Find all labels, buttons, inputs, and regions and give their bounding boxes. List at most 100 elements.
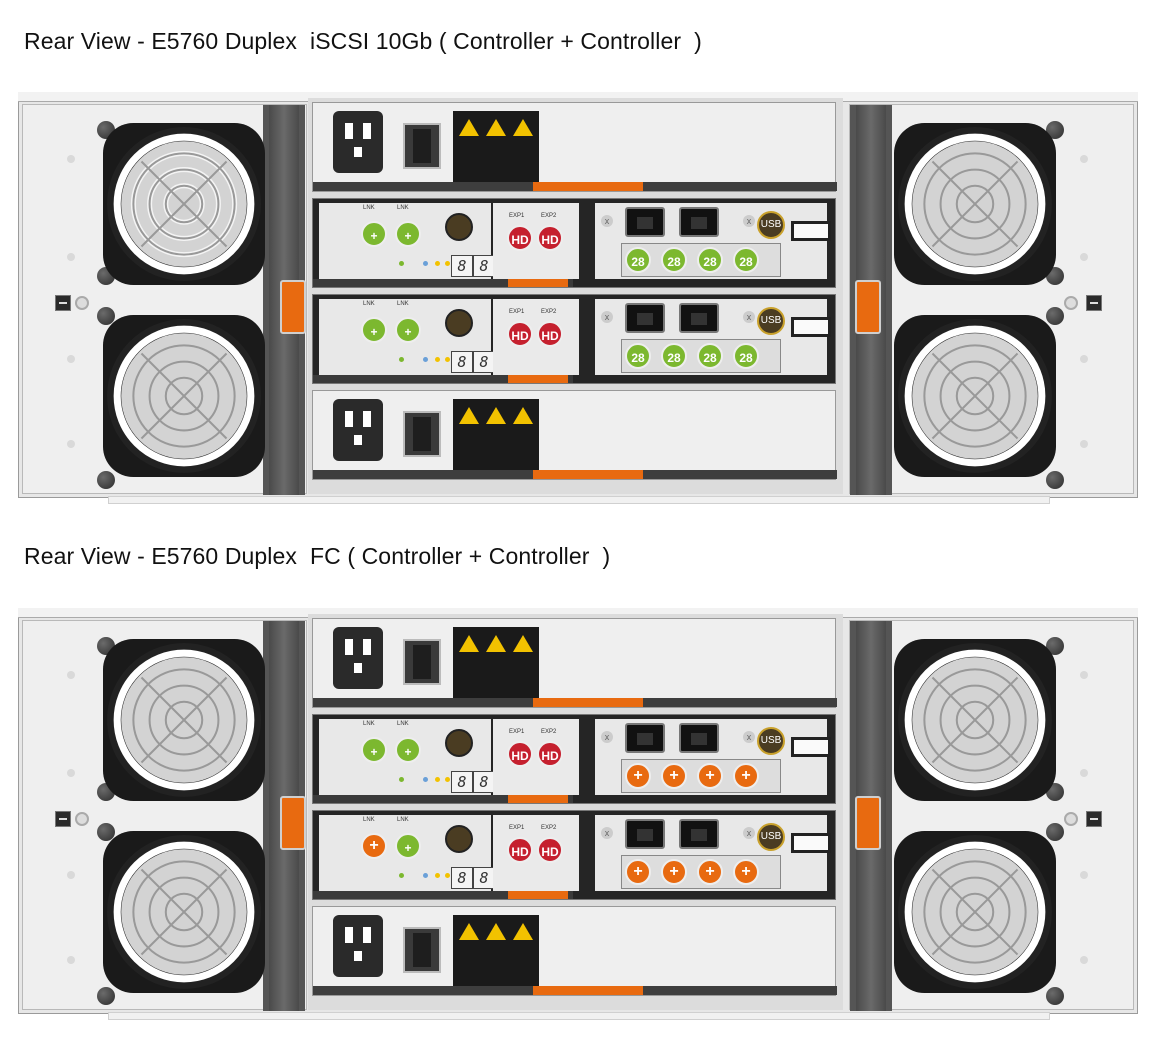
warning-icon	[513, 923, 533, 940]
controller-b: LNK LNK + + 8 8 EXP1 EXP2 HD HD USB	[312, 810, 836, 900]
center-bay: LNK LNK + + 8 8 EXP1 EXP2 HD HD USB	[308, 98, 843, 494]
sas-port[interactable]: +	[361, 221, 387, 247]
id-button[interactable]	[445, 825, 473, 853]
iscsi-port[interactable]: 28	[733, 247, 759, 273]
fan-icon	[103, 831, 265, 993]
hd-port[interactable]: HD	[507, 321, 533, 347]
seven-seg-display: 8	[451, 771, 473, 793]
hd-port[interactable]: HD	[537, 321, 563, 347]
iscsi-port[interactable]: 28	[733, 343, 759, 369]
fault-indicator	[55, 811, 71, 827]
usb-icon[interactable]	[791, 317, 831, 337]
hd-port[interactable]: HD	[507, 225, 533, 251]
hd-port[interactable]: HD	[507, 741, 533, 767]
seven-seg-display: 8	[473, 867, 495, 889]
warning-icon	[459, 923, 479, 940]
usb-icon[interactable]	[791, 221, 831, 241]
fault-indicator	[55, 295, 71, 311]
fan-module-right	[849, 620, 1134, 1011]
warning-icon	[459, 119, 479, 136]
fc-port[interactable]: +	[625, 763, 651, 789]
release-handle[interactable]	[280, 796, 306, 850]
psu-release-lever[interactable]	[313, 986, 837, 995]
id-button[interactable]	[445, 309, 473, 337]
mgmt-port-p1[interactable]	[625, 819, 665, 849]
fc-port[interactable]: +	[697, 859, 723, 885]
chassis-base	[108, 1012, 1050, 1020]
psu-release-lever[interactable]	[313, 470, 837, 479]
power-inlet-icon[interactable]	[333, 399, 383, 461]
controller-release-lever[interactable]	[313, 375, 573, 383]
warning-icon	[459, 407, 479, 424]
fc-port[interactable]: +	[697, 763, 723, 789]
seven-seg-display: 8	[451, 351, 473, 373]
fan-icon	[103, 123, 265, 285]
hd-port[interactable]: HD	[537, 225, 563, 251]
controller-a: LNK LNK + + 8 8 EXP1 EXP2 HD HD USB	[312, 198, 836, 288]
controller-release-lever[interactable]	[313, 891, 573, 899]
controller-b: LNK LNK + + 8 8 EXP1 EXP2 HD HD USB	[312, 294, 836, 384]
fc-port[interactable]: +	[625, 859, 651, 885]
status-led	[1064, 812, 1078, 826]
mgmt-port-p2[interactable]	[679, 819, 719, 849]
controller-release-lever[interactable]	[313, 279, 573, 287]
sas-port[interactable]: +	[361, 833, 387, 859]
power-switch-icon[interactable]	[403, 123, 441, 169]
sas-port[interactable]: +	[395, 833, 421, 859]
controller-release-lever[interactable]	[313, 795, 573, 803]
drive-expansion-panel: EXP1 EXP2 HD HD	[493, 719, 579, 795]
id-button[interactable]	[445, 213, 473, 241]
iscsi-port[interactable]: 28	[661, 343, 687, 369]
release-handle[interactable]	[280, 280, 306, 334]
sas-host-panel: LNK LNK + + 8 8	[319, 719, 495, 795]
status-led	[75, 812, 89, 826]
mgmt-port-p1[interactable]	[625, 207, 665, 237]
fault-indicator	[1086, 295, 1102, 311]
power-inlet-icon[interactable]	[333, 111, 383, 173]
iscsi-port[interactable]: 28	[697, 247, 723, 273]
hd-port[interactable]: HD	[537, 837, 563, 863]
mgmt-port-p2[interactable]	[679, 207, 719, 237]
iscsi-port[interactable]: 28	[625, 247, 651, 273]
fc-port[interactable]: +	[661, 763, 687, 789]
id-button[interactable]	[445, 729, 473, 757]
fc-port[interactable]: +	[733, 859, 759, 885]
iscsi-port[interactable]: 28	[661, 247, 687, 273]
power-switch-icon[interactable]	[403, 927, 441, 973]
release-handle[interactable]	[855, 280, 881, 334]
fan-icon	[894, 123, 1056, 285]
diagram-title-iscsi: Rear View - E5760 Duplex iSCSI 10Gb ( Co…	[24, 28, 702, 54]
psu-release-lever[interactable]	[313, 182, 837, 191]
sas-port[interactable]: +	[361, 737, 387, 763]
sas-port[interactable]: +	[395, 221, 421, 247]
release-handle[interactable]	[855, 796, 881, 850]
warning-icon	[459, 635, 479, 652]
usb-indicator: USB	[757, 823, 785, 851]
chassis-base	[108, 496, 1050, 504]
iscsi-port[interactable]: 28	[697, 343, 723, 369]
sas-port[interactable]: +	[361, 317, 387, 343]
fan-icon	[894, 639, 1056, 801]
psu-release-lever[interactable]	[313, 698, 837, 707]
power-inlet-icon[interactable]	[333, 915, 383, 977]
seven-seg-display: 8	[451, 255, 473, 277]
mgmt-port-p1[interactable]	[625, 723, 665, 753]
mgmt-port-p2[interactable]	[679, 723, 719, 753]
sas-port[interactable]: +	[395, 317, 421, 343]
hd-port[interactable]: HD	[537, 741, 563, 767]
hd-port[interactable]: HD	[507, 837, 533, 863]
iscsi-port[interactable]: 28	[625, 343, 651, 369]
usb-icon[interactable]	[791, 833, 831, 853]
sas-port[interactable]: +	[395, 737, 421, 763]
fc-port[interactable]: +	[733, 763, 759, 789]
power-switch-icon[interactable]	[403, 639, 441, 685]
fc-port[interactable]: +	[661, 859, 687, 885]
mgmt-port-p1[interactable]	[625, 303, 665, 333]
power-inlet-icon[interactable]	[333, 627, 383, 689]
power-switch-icon[interactable]	[403, 411, 441, 457]
mgmt-port-p2[interactable]	[679, 303, 719, 333]
sas-host-panel: LNK LNK + + 8 8	[319, 815, 495, 891]
warning-icon	[486, 923, 506, 940]
usb-icon[interactable]	[791, 737, 831, 757]
